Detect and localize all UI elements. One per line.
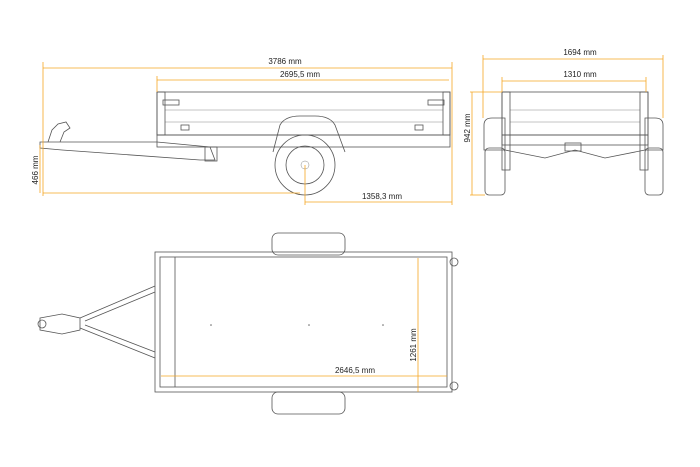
top-coupling [39,313,81,335]
fender [272,115,346,153]
top-wheel-right [271,391,346,415]
drawbar [39,141,216,161]
chassis-beam [156,134,451,148]
rear-box [501,91,649,136]
overall-length-label: 3786 mm [268,57,302,66]
left-tire [484,147,506,196]
top-wheel-left [271,232,346,256]
right-fender [644,117,664,151]
drawbar-height-label: 466 mm [31,155,40,184]
axle-to-rear-label: 1358,3 mm [362,192,402,201]
box-height-label: 942 mm [463,113,472,142]
top-box-inner [159,256,448,388]
overall-width-label: 1694 mm [563,48,597,57]
box-width-label: 1310 mm [563,70,597,79]
right-tire [644,147,664,196]
inner-length-label: 2646,5 mm [335,366,375,375]
top-view: 2646,5 mm 1261 mm [37,232,459,415]
inner-width-label: 1261 mm [409,328,418,362]
axle [504,149,646,159]
rear-view: 1694 mm 1310 mm 942 mm [463,48,664,196]
coupling [47,121,71,143]
side-view: 3786 mm 2695,5 mm 466 mm 1358,3 mm [31,57,453,205]
side-box [156,91,451,136]
top-box-outer [154,251,453,393]
box-length-label: 2695,5 mm [280,70,320,79]
left-fender [483,117,506,151]
